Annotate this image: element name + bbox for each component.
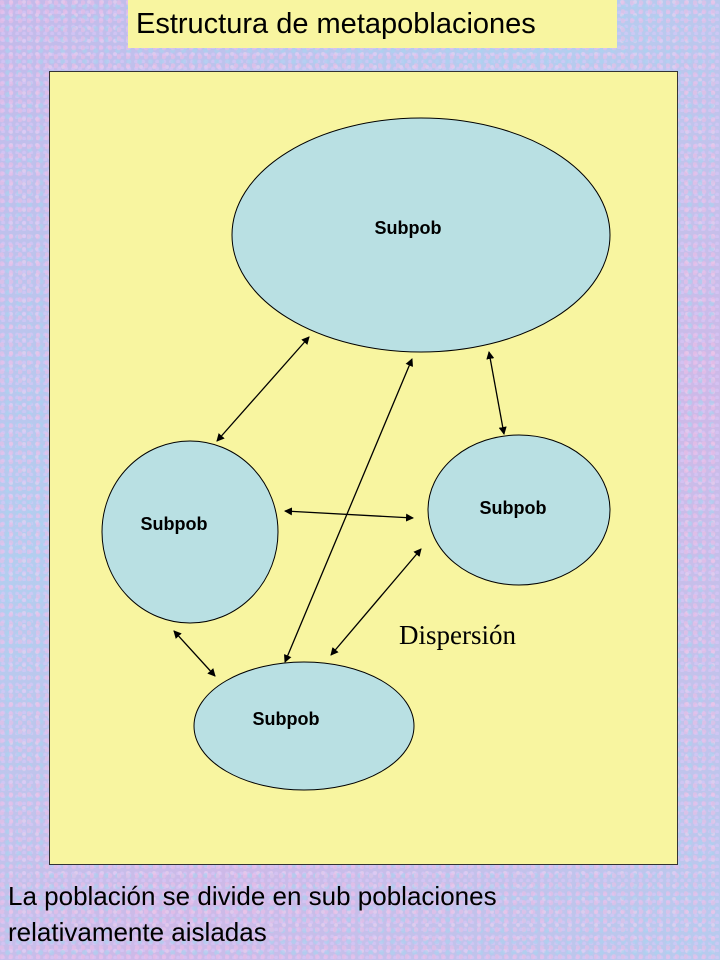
node-right-label: Subpob (480, 498, 547, 518)
edge-top-bottom (284, 358, 413, 663)
node-left-shape (101, 440, 279, 624)
page-title: Estructura de metapoblaciones (136, 7, 536, 40)
dispersion-label: Dispersión (399, 620, 516, 650)
node-bottom: Subpob (193, 661, 415, 791)
node-top-label: Subpob (375, 218, 442, 238)
title-box: Estructura de metapoblaciones (128, 0, 617, 48)
edge-top-right (486, 351, 507, 435)
edge-left-bottom (173, 630, 216, 677)
caption: La población se divide en sub poblacione… (8, 878, 708, 950)
node-top: Subpob (231, 117, 611, 353)
node-left: Subpob (101, 440, 279, 624)
node-right: Subpob (427, 434, 611, 586)
caption-line-2: relativamente aisladas (8, 917, 267, 947)
node-top-shape (231, 117, 611, 353)
node-right-shape (427, 434, 611, 586)
edge-right-bottom (330, 548, 422, 656)
node-bottom-label: Subpob (253, 709, 320, 729)
node-left-label: Subpob (141, 514, 208, 534)
edge-top-left (216, 336, 310, 442)
caption-line-1: La población se divide en sub poblacione… (8, 881, 497, 911)
edge-left-right (284, 507, 414, 522)
